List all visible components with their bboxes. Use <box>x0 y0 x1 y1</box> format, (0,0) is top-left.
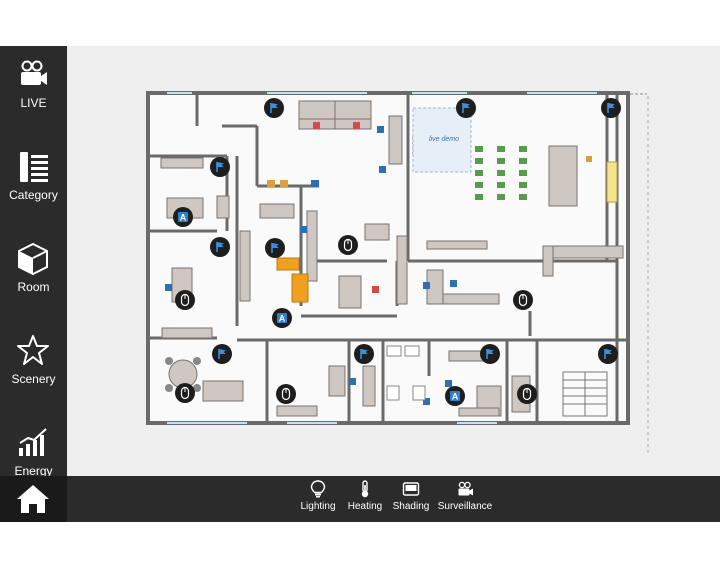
flag-marker[interactable] <box>601 98 621 118</box>
home-button[interactable] <box>0 476 67 522</box>
video-camera-icon <box>21 60 47 85</box>
thermometer-icon <box>361 480 369 498</box>
mouse-marker[interactable] <box>175 383 195 403</box>
category-lighting-button[interactable]: Lighting <box>297 480 339 520</box>
mouse-marker[interactable] <box>517 384 537 404</box>
windows <box>167 92 597 424</box>
stairs <box>562 371 608 417</box>
category-shading-button[interactable]: Shading <box>390 480 432 520</box>
category-shading-label: Shading <box>392 501 430 512</box>
auto-marker[interactable] <box>445 386 465 406</box>
flag-marker[interactable] <box>212 344 232 364</box>
floor-plan: A <box>146 91 649 456</box>
sidebar-item-category[interactable]: Category <box>0 138 67 218</box>
restroom-fixtures <box>386 345 426 401</box>
demo-chairs <box>475 146 527 200</box>
sidebar-item-label: Category <box>9 188 58 202</box>
sidebar: LIVE Category Room <box>0 46 67 476</box>
sidebar-item-scenery[interactable]: Scenery <box>0 322 67 402</box>
flag-marker[interactable] <box>210 237 230 257</box>
flag-marker[interactable] <box>264 98 284 118</box>
mouse-marker[interactable] <box>175 290 195 310</box>
flag-marker[interactable] <box>354 344 374 364</box>
cube-icon <box>18 242 48 276</box>
sidebar-item-label: Room <box>17 280 50 294</box>
mouse-marker[interactable] <box>338 235 358 255</box>
bar-chart-icon <box>19 428 47 456</box>
category-heating-button[interactable]: Heating <box>345 480 385 520</box>
flag-marker[interactable] <box>456 98 476 118</box>
category-toolbar: Lighting Heating Shading Surv <box>67 476 720 522</box>
floor-plan-area: A <box>67 46 720 476</box>
flag-marker[interactable] <box>598 344 618 364</box>
app-root: LIVE Category Room <box>0 46 720 522</box>
sidebar-item-energy[interactable]: Energy <box>0 414 67 476</box>
sidebar-item-live[interactable]: LIVE <box>0 46 67 126</box>
conference-table <box>165 357 201 392</box>
sidebar-item-label: Energy <box>14 464 53 476</box>
star-icon <box>17 335 49 365</box>
sidebar-item-room[interactable]: Room <box>0 230 67 310</box>
auto-marker[interactable] <box>173 207 193 227</box>
window-shade-icon <box>402 482 420 496</box>
live-demo-area <box>412 107 472 173</box>
category-heating-label: Heating <box>347 501 383 512</box>
category-surveillance-label: Surveillance <box>437 501 493 512</box>
flag-marker[interactable] <box>210 157 230 177</box>
mouse-marker[interactable] <box>513 290 533 310</box>
live-demo-label: live demo <box>429 136 459 143</box>
mouse-marker[interactable] <box>276 384 296 404</box>
home-icon <box>17 485 49 513</box>
flag-marker[interactable] <box>265 238 285 258</box>
category-icon <box>20 152 48 182</box>
category-surveillance-button[interactable]: Surveillance <box>437 480 493 520</box>
camera-icon <box>458 481 473 496</box>
category-lighting-label: Lighting <box>300 501 336 512</box>
sidebar-item-label: LIVE <box>20 96 47 110</box>
furniture <box>160 100 624 417</box>
light-bulb-icon <box>310 480 326 498</box>
auto-marker[interactable] <box>272 308 292 328</box>
flag-marker[interactable] <box>480 344 500 364</box>
sidebar-item-label: Scenery <box>11 372 56 386</box>
